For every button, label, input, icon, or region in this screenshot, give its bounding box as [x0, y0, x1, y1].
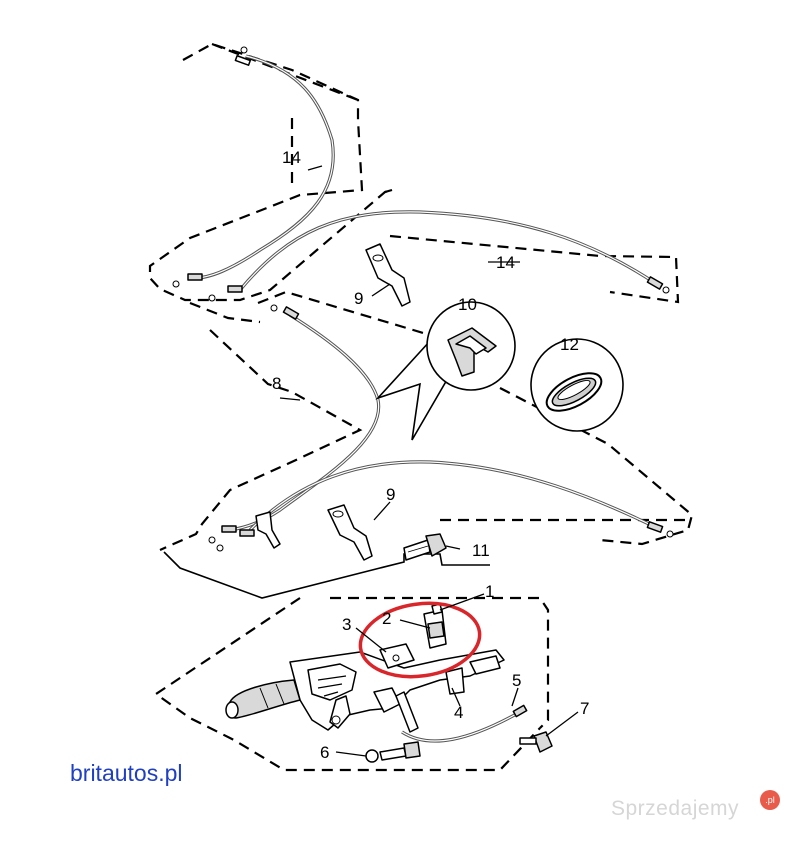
cable-8-right — [248, 460, 656, 532]
bolt-6 — [365, 741, 421, 763]
cable-5 — [401, 710, 521, 743]
callout-14-lower: 14 — [496, 253, 515, 272]
bracket-outline — [163, 551, 490, 599]
magnifier-10 — [375, 301, 516, 441]
callout-12: 12 — [560, 335, 579, 354]
callout-1: 1 — [485, 582, 494, 601]
group-outline-1 — [154, 596, 550, 772]
cable-8-bracket — [255, 511, 281, 549]
magnifier-12 — [530, 338, 624, 432]
callout-11: 11 — [472, 541, 490, 560]
callout-6: 6 — [320, 743, 329, 762]
bolt-11 — [403, 533, 447, 561]
britautos-watermark: britautos.pl — [70, 760, 183, 786]
callout-14-upper: 14 — [282, 148, 301, 167]
leader-lines — [279, 165, 579, 757]
callout-2: 2 — [382, 609, 391, 628]
cable-8-left — [229, 313, 381, 532]
cable-14-upper — [194, 54, 335, 280]
switch-2 — [423, 603, 447, 649]
sprzedajemy-badge: .pl — [760, 790, 780, 810]
callout-8: 8 — [272, 374, 281, 393]
handbrake-grip — [225, 679, 301, 719]
highlight-ellipse — [358, 601, 482, 679]
callout-7: 7 — [580, 699, 589, 718]
cable-end-fittings — [172, 46, 674, 718]
callout-3: 3 — [342, 615, 351, 634]
callout-10: 10 — [458, 295, 477, 314]
callout-9-lower: 9 — [386, 485, 395, 504]
part-3 — [379, 643, 415, 669]
fastener-7 — [519, 731, 553, 753]
clip-9-lower — [327, 504, 373, 561]
group-outline-8 — [159, 290, 694, 552]
cable-14-lower — [238, 210, 656, 292]
clip-9-upper — [365, 243, 411, 307]
group-outline-14-upper — [148, 42, 393, 302]
callout-9-upper: 9 — [354, 289, 363, 308]
group-outline-14-lower — [189, 188, 680, 324]
callout-4: 4 — [454, 703, 463, 722]
sprzedajemy-watermark: Sprzedajemy — [611, 797, 740, 820]
callout-5: 5 — [512, 671, 521, 690]
